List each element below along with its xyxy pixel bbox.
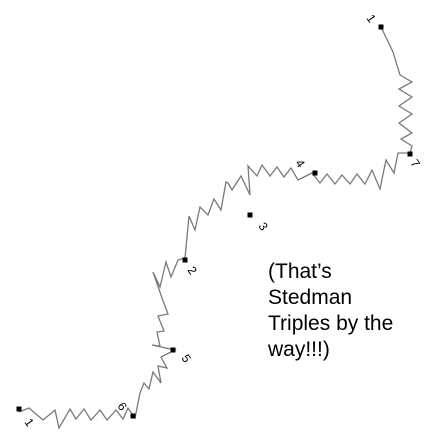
stedman-note: (That’s Stedman Triples by the way!!!): [268, 259, 433, 363]
label-3: 3: [256, 220, 271, 234]
note-line: Triples by the: [268, 312, 394, 335]
bell-path-line: [18, 26, 414, 430]
node-dot-7: [407, 151, 413, 157]
label-1-bottom: 1: [22, 416, 37, 430]
node-dot-1-top: [378, 24, 384, 30]
node-dot-4: [312, 170, 318, 176]
label-1-top: 1: [364, 12, 379, 26]
node-dot-2: [182, 257, 188, 263]
node-dot-6: [130, 413, 136, 419]
node-dot-1-bottom: [16, 406, 22, 412]
node-dot-5: [170, 347, 176, 353]
label-2: 2: [185, 264, 200, 278]
note-line: (That’s: [268, 260, 332, 283]
label-4: 4: [293, 157, 308, 171]
label-7: 7: [408, 157, 423, 171]
node-dots: [16, 24, 413, 419]
note-line: Stedman: [268, 286, 353, 309]
label-5: 5: [179, 352, 194, 366]
note-line: way!!!): [268, 338, 330, 361]
node-dot-3: [247, 212, 253, 218]
